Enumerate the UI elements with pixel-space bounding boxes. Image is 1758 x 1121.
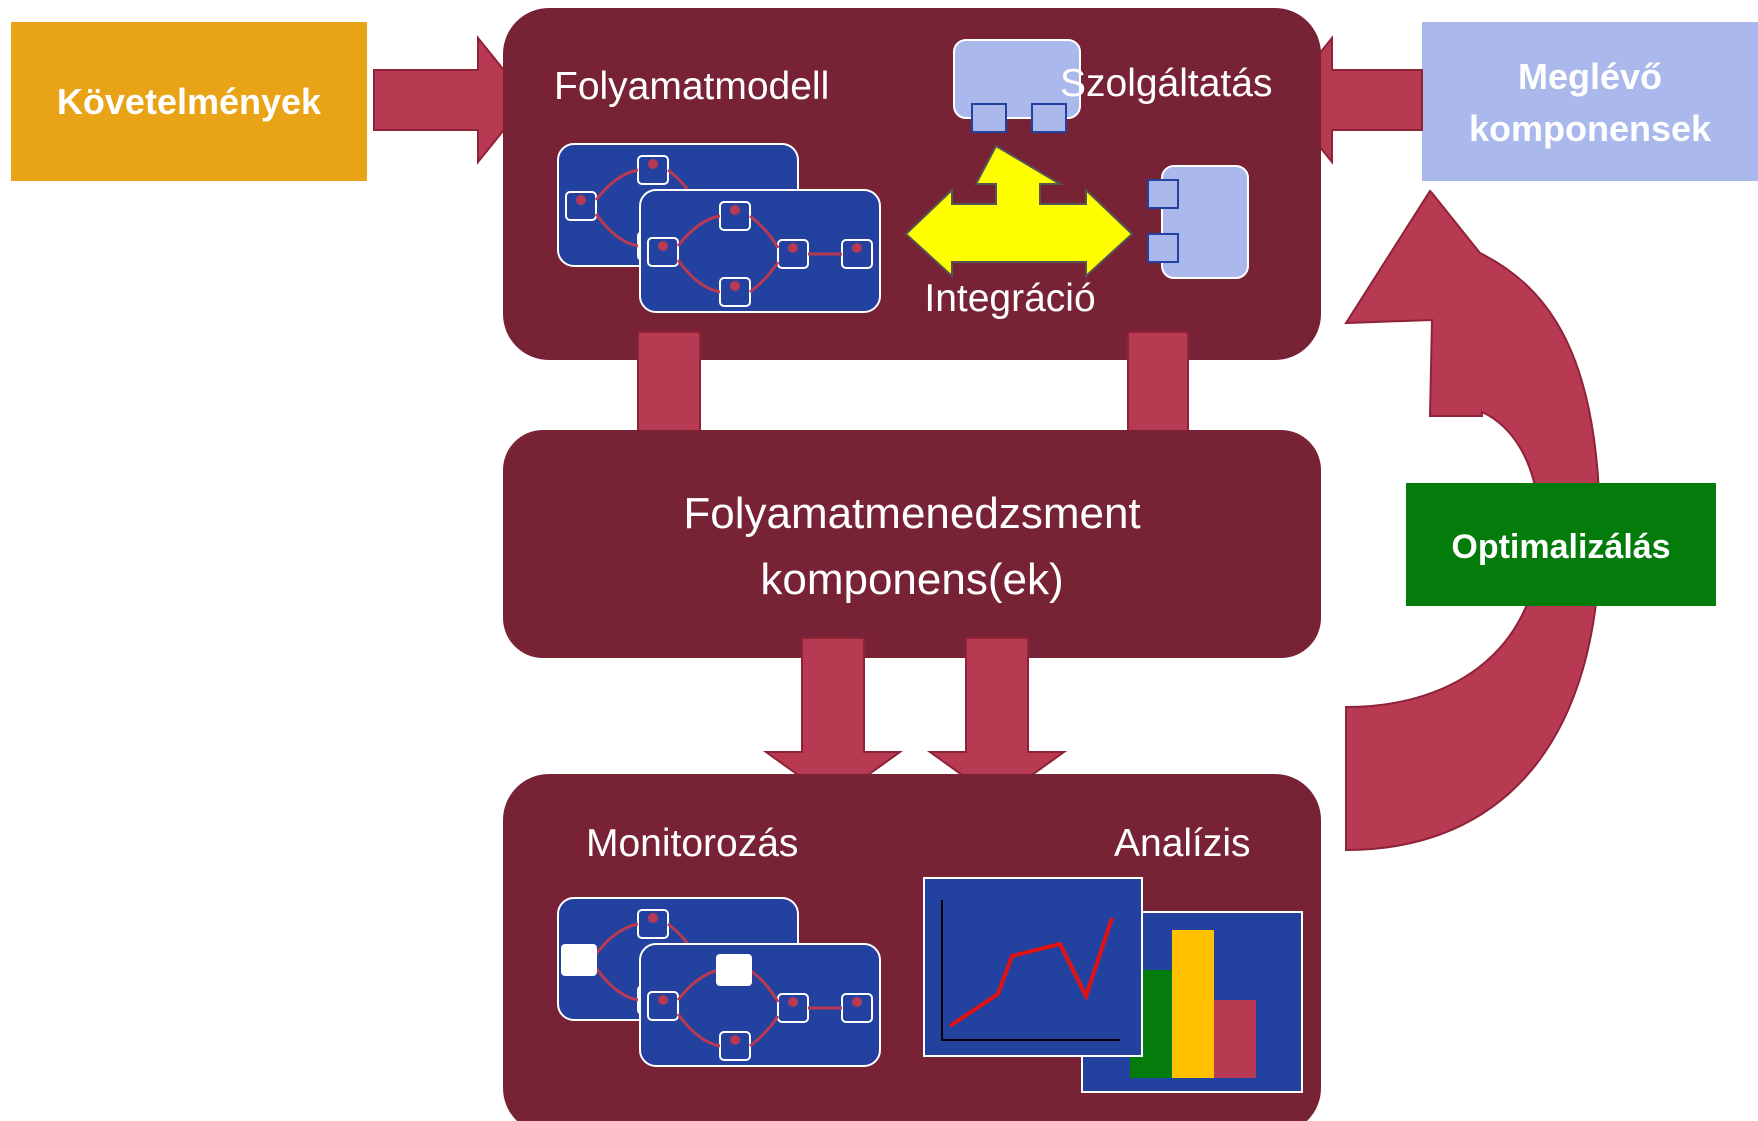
analysis-label: Analízis: [1114, 822, 1251, 865]
optimization-label: Optimalizálás: [1451, 528, 1670, 566]
service-component-icon: [953, 39, 1081, 133]
integration-arrow-icon: [904, 144, 1134, 279]
optimization-box-bg: [1406, 483, 1716, 606]
requirements-label: Követelmények: [57, 81, 322, 122]
middle-panel: Folyamatmenedzsment komponens(ek): [503, 430, 1321, 658]
existing-components-label-line1: Meglévő: [1518, 56, 1662, 97]
bottom-panel: Monitorozás Analízis: [503, 774, 1321, 1121]
middle-panel-bg: [503, 430, 1321, 658]
side-component-icon: [1147, 165, 1249, 279]
line-chart-icon: [923, 877, 1143, 1057]
existing-components-box-bg: [1422, 22, 1758, 181]
optimization-feedback-arrow: [1344, 189, 1602, 852]
monitoring-diagram-front: [638, 942, 882, 1068]
top-panel: Folyamatmodell Szolgáltatás Integráció: [503, 8, 1321, 360]
optimization-box: Optimalizálás: [1406, 483, 1716, 606]
monitoring-label: Monitorozás: [586, 822, 798, 865]
existing-components-box: Meglévő komponensek: [1422, 22, 1758, 181]
process-management-label-line1: Folyamatmenedzsment: [683, 489, 1140, 538]
service-label: Szolgáltatás: [1060, 62, 1272, 105]
requirements-box: Követelmények: [11, 22, 367, 181]
process-model-diagram-front: [638, 188, 882, 314]
process-management-label-line2: komponens(ek): [760, 555, 1063, 604]
monitoring-diagram-back: [556, 896, 800, 1022]
process-model-label: Folyamatmodell: [554, 65, 829, 108]
integration-label: Integráció: [924, 277, 1095, 320]
requirements-box-bg: [11, 22, 367, 181]
existing-components-label-line2: komponensek: [1469, 108, 1712, 149]
